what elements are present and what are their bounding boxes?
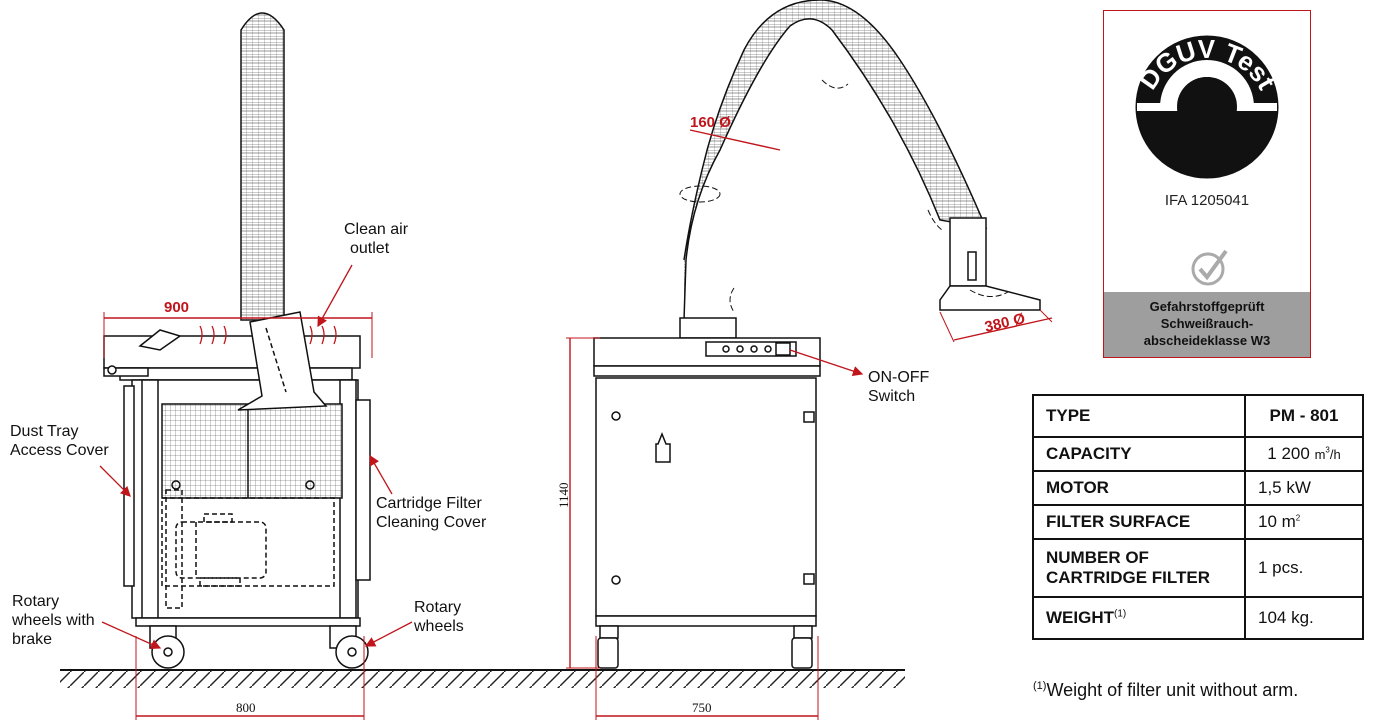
- rotary-wheels-label: Rotary wheels: [414, 599, 464, 635]
- table-row: CAPACITY 1 200 m3/h: [1032, 436, 1364, 472]
- side-view-unit: [103, 12, 371, 669]
- dimension-1140: 1140: [556, 337, 600, 669]
- dimension-label-160: 160 Ø: [690, 114, 731, 131]
- table-row: NUMBER OF CARTRIDGE FILTER 1 pcs.: [1032, 538, 1364, 598]
- spec-table: TYPE PM - 801 CAPACITY 1 200 m3/h MOTOR …: [1032, 394, 1364, 640]
- filter-surface-value: 10 m: [1258, 512, 1296, 531]
- table-row: MOTOR 1,5 kW: [1032, 470, 1364, 506]
- dust-tray-label: Dust Tray Access Cover: [10, 423, 109, 459]
- on-off-switch-label: ON-OFF Switch: [868, 369, 930, 405]
- dguv-test-logo: DGUV Test: [1133, 34, 1282, 179]
- cartridge-cover-label: Cartridge Filter Cleaning Cover: [376, 495, 487, 531]
- badge-footer: Gefahrstoffgeprüft Schweißrauch- abschei…: [1104, 292, 1310, 357]
- motor-label: MOTOR: [1032, 470, 1246, 506]
- capacity-unit-sup: 3: [1325, 445, 1330, 455]
- callout-leaders: [99, 264, 413, 650]
- footnote-marker: (1): [1033, 680, 1047, 692]
- capacity-value: 1 200: [1267, 444, 1310, 463]
- dimension-380: 380 Ø: [939, 309, 1053, 343]
- airflow-arrows: [199, 325, 337, 345]
- dimension-label-750: 750: [692, 700, 712, 715]
- cartridge-filter-value: 1 pcs.: [1244, 538, 1364, 598]
- dimension-800: 800: [135, 636, 365, 720]
- dimension-750: 750: [595, 636, 819, 720]
- weight-label-cell: WEIGHT(1): [1032, 596, 1246, 640]
- dimension-160: 160 Ø: [689, 114, 781, 151]
- dimension-label-800: 800: [236, 700, 256, 715]
- dguv-test-badge: DGUV Test IFA 1205041 Gefahrstoffgeprüft…: [1103, 10, 1311, 358]
- on-off-leader: [789, 349, 864, 377]
- dimension-label-1140: 1140: [556, 482, 571, 508]
- capacity-unit-tail: /h: [1329, 447, 1341, 462]
- weight-value: 104 kg.: [1244, 596, 1364, 640]
- dimension-900: 900: [103, 299, 373, 358]
- filter-surface-sup: 2: [1295, 513, 1301, 523]
- weight-sup: (1): [1114, 608, 1127, 620]
- type-value: PM - 801: [1244, 394, 1364, 438]
- dimension-label-380: 380 Ø: [983, 310, 1027, 336]
- footnote: (1)Weight of filter unit without arm.: [1033, 680, 1298, 701]
- certificate-id: IFA 1205041: [1164, 192, 1250, 209]
- clean-air-outlet-label: Clean air outlet: [344, 221, 409, 257]
- dimension-label-900: 900: [164, 299, 189, 316]
- rotary-wheels-brake-label: Rotary wheels with brake: [12, 593, 95, 648]
- cartridge-filter-label: NUMBER OF CARTRIDGE FILTER: [1032, 538, 1246, 598]
- front-view-unit: [593, 0, 1041, 669]
- rotation-arrows: [679, 79, 1009, 313]
- ground-line: [60, 669, 905, 688]
- table-row: FILTER SURFACE 10 m2: [1032, 504, 1364, 540]
- capacity-label: CAPACITY: [1032, 436, 1246, 472]
- filter-surface-label: FILTER SURFACE: [1032, 504, 1246, 540]
- table-row: TYPE PM - 801: [1032, 394, 1364, 438]
- filter-surface-value-cell: 10 m2: [1244, 504, 1364, 540]
- footnote-text: Weight of filter unit without arm.: [1046, 680, 1299, 700]
- motor-value: 1,5 kW: [1244, 470, 1364, 506]
- weight-label: WEIGHT: [1046, 608, 1114, 627]
- capacity-value-cell: 1 200 m3/h: [1244, 436, 1364, 472]
- type-label: TYPE: [1032, 394, 1246, 438]
- table-row: WEIGHT(1) 104 kg.: [1032, 596, 1364, 640]
- capacity-unit: m: [1314, 447, 1326, 462]
- checkmark-icon: [1191, 249, 1228, 286]
